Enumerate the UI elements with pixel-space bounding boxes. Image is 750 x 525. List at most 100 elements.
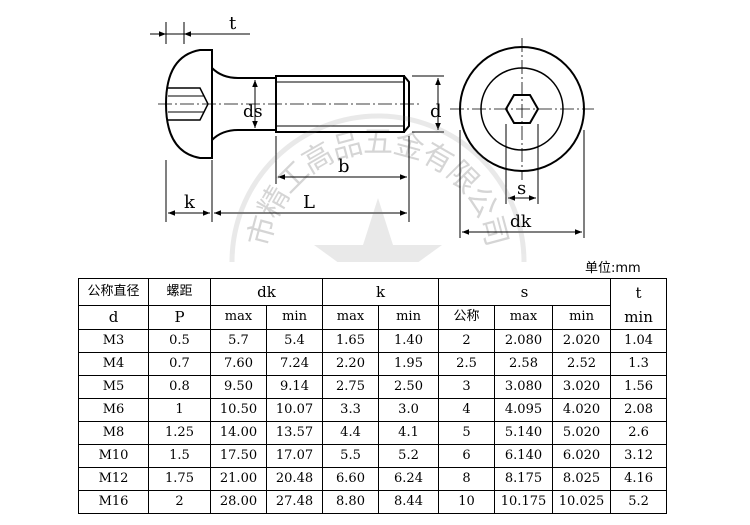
header-s-nominal: 公称 <box>438 304 496 331</box>
cell-s-min: 6.020 <box>552 444 612 468</box>
cell-s-nom: 5 <box>438 421 496 445</box>
cell-s-nom: 10 <box>438 490 496 514</box>
cell-s-min: 2.52 <box>552 352 612 376</box>
label-d: d <box>430 101 442 122</box>
cell-t-min: 1.3 <box>610 352 668 376</box>
cell-dk-min: 10.07 <box>265 398 324 422</box>
seal-ring <box>229 113 527 262</box>
cell-k-min: 4.1 <box>378 421 440 445</box>
cell-s-max: 8.175 <box>494 467 554 491</box>
cell-dk-min: 20.48 <box>265 467 324 491</box>
cell-dk-min: 7.24 <box>265 352 324 376</box>
header-d-symbol: d <box>78 304 149 331</box>
cell-k-min: 6.24 <box>378 467 440 491</box>
label-s: s <box>517 178 526 199</box>
cell-dk-min: 13.57 <box>265 421 324 445</box>
cell-s-nom: 3 <box>438 375 496 399</box>
cell-p: 0.8 <box>148 375 211 399</box>
cell-s-max: 4.095 <box>494 398 554 422</box>
cell-dk-max: 14.00 <box>210 421 267 445</box>
cell-k-min: 1.40 <box>378 329 440 353</box>
cell-k-max: 8.80 <box>322 490 380 514</box>
cell-p: 1.25 <box>148 421 211 445</box>
shank-upper <box>211 67 276 79</box>
cell-d: M8 <box>78 421 149 445</box>
cell-s-nom: 2.5 <box>438 352 496 376</box>
cell-s-max: 2.58 <box>494 352 554 376</box>
side-view-dimensions <box>150 22 444 222</box>
cell-k-min: 1.95 <box>378 352 440 376</box>
header-k-min: min <box>378 304 440 331</box>
table-header-row-1: 公称直径 螺距 dk k s t min <box>78 278 668 330</box>
table-header-row-2: d P max min max min 公称 max min <box>78 304 667 331</box>
cell-d: M5 <box>78 375 149 399</box>
cell-k-max: 5.5 <box>322 444 380 468</box>
cell-t-min: 2.08 <box>610 398 668 422</box>
cell-s-max: 3.080 <box>494 375 554 399</box>
cell-k-max: 4.4 <box>322 421 380 445</box>
dimension-spec-table: 公称直径 螺距 dk k s t min d P max min max min… <box>78 278 668 514</box>
cell-s-nom: 4 <box>438 398 496 422</box>
cell-dk-max: 21.00 <box>210 467 267 491</box>
cell-dk-min: 17.07 <box>265 444 324 468</box>
cell-t-min: 1.56 <box>610 375 668 399</box>
header-k-max: max <box>322 304 380 331</box>
cell-s-min: 2.020 <box>552 329 612 353</box>
cell-s-min: 3.020 <box>552 375 612 399</box>
header-s: s <box>438 278 612 306</box>
cell-dk-max: 9.50 <box>210 375 267 399</box>
header-dk-min: min <box>265 304 324 331</box>
cell-k-max: 2.75 <box>322 375 380 399</box>
cell-dk-min: 9.14 <box>265 375 324 399</box>
cell-k-min: 2.50 <box>378 375 440 399</box>
cell-dk-max: 7.60 <box>210 352 267 376</box>
header-t-min: min <box>624 308 653 326</box>
header-s-max: max <box>494 304 554 331</box>
cell-d: M4 <box>78 352 149 376</box>
cell-s-nom: 8 <box>438 467 496 491</box>
header-k: k <box>322 278 440 306</box>
cell-p: 0.7 <box>148 352 211 376</box>
cell-t-min: 2.6 <box>610 421 668 445</box>
cell-s-nom: 2 <box>438 329 496 353</box>
cell-k-max: 3.3 <box>322 398 380 422</box>
cell-p: 1.75 <box>148 467 211 491</box>
label-t: t <box>229 13 237 34</box>
cell-s-max: 2.080 <box>494 329 554 353</box>
cell-d: M12 <box>78 467 149 491</box>
cell-t-min: 3.12 <box>610 444 668 468</box>
cell-k-max: 6.60 <box>322 467 380 491</box>
cell-k-max: 2.20 <box>322 352 380 376</box>
cell-dk-min: 5.4 <box>265 329 324 353</box>
cell-dk-max: 28.00 <box>210 490 267 514</box>
cell-t-min: 4.16 <box>610 467 668 491</box>
label-k: k <box>184 192 196 213</box>
cell-dk-max: 10.50 <box>210 398 267 422</box>
header-dk-max: max <box>210 304 267 331</box>
cell-dk-max: 5.7 <box>210 329 267 353</box>
shank-lower <box>211 129 276 141</box>
cell-s-nom: 6 <box>438 444 496 468</box>
cell-k-max: 1.65 <box>322 329 380 353</box>
header-p-symbol: P <box>148 304 211 331</box>
cell-p: 1.5 <box>148 444 211 468</box>
end-view-dimensions <box>459 124 585 238</box>
cell-d: M16 <box>78 490 149 514</box>
unit-label: 单位:mm <box>585 261 641 276</box>
cell-k-min: 8.44 <box>378 490 440 514</box>
seal-star <box>314 198 442 262</box>
cell-k-min: 3.0 <box>378 398 440 422</box>
cell-s-min: 4.020 <box>552 398 612 422</box>
cell-s-max: 6.140 <box>494 444 554 468</box>
header-pitch: 螺距 <box>148 278 211 306</box>
cell-t-min: 1.04 <box>610 329 668 353</box>
cell-p: 0.5 <box>148 329 211 353</box>
cell-dk-min: 27.48 <box>265 490 324 514</box>
cell-dk-max: 17.50 <box>210 444 267 468</box>
